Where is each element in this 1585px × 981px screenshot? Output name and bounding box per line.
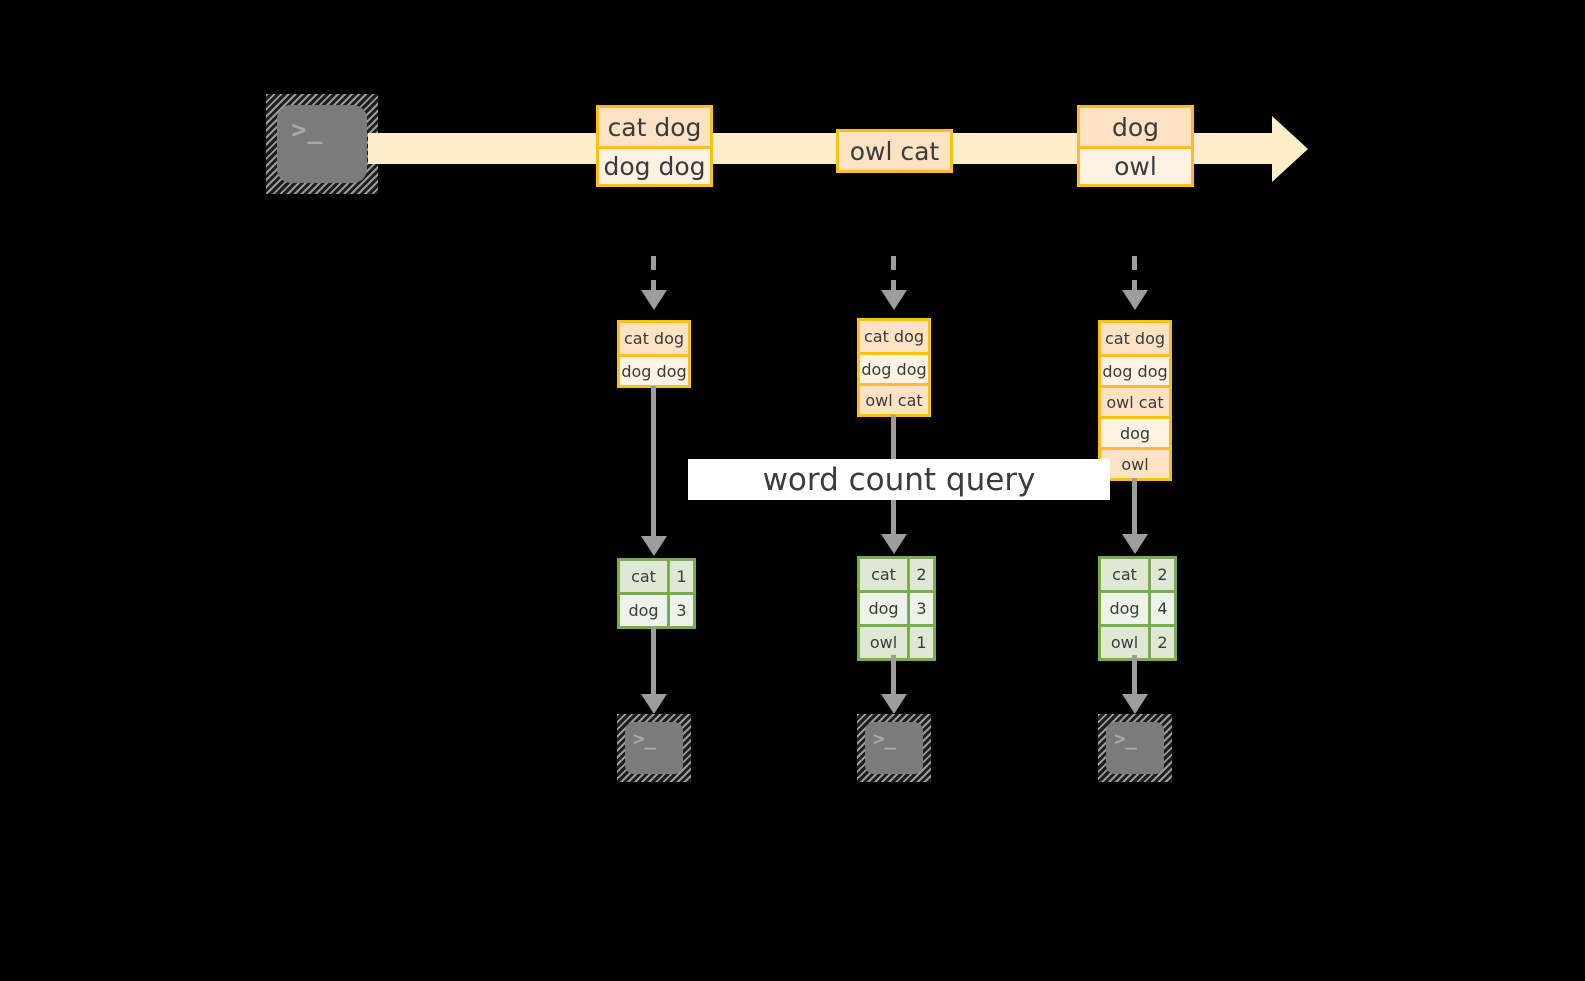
snapshot-3-query-line [1132, 478, 1137, 536]
record-cell: cat dog [1101, 323, 1169, 354]
terminal-screen: >_ [1106, 722, 1164, 774]
snapshot-2-sink-arrowhead [881, 694, 907, 714]
record-cell: cat dog [860, 321, 928, 352]
snapshot-1-query-arrowhead [641, 536, 667, 556]
snapshot-1-sink-line [651, 626, 656, 698]
table-row: dog 4 [1101, 590, 1174, 624]
count-word: dog [620, 595, 667, 626]
table-row: cat 1 [620, 561, 693, 592]
terminal-screen: >_ [865, 722, 923, 774]
table-row: cat 2 [860, 559, 933, 590]
record-cell: owl cat [839, 132, 950, 170]
count-value: 2 [907, 559, 933, 590]
count-word: cat [860, 559, 907, 590]
record-cell: dog dog [1101, 354, 1169, 385]
stream-batch-3: dog owl [1077, 105, 1194, 187]
snapshot-1-tap-arrowhead [641, 290, 667, 310]
snapshot-3-count-table: cat 2 dog 4 owl 2 [1098, 556, 1177, 661]
stream-batch-2: owl cat [836, 129, 953, 173]
terminal-prompt-glyph: >_ [633, 728, 656, 751]
terminal-screen: >_ [625, 722, 683, 774]
record-cell: cat dog [620, 323, 688, 354]
count-value: 3 [667, 595, 693, 626]
snapshot-2-sink-line [891, 655, 896, 698]
source-terminal-icon: >_ [266, 94, 378, 194]
terminal-screen: >_ [277, 105, 367, 183]
snapshot-3-tap-arrowhead [1122, 290, 1148, 310]
snapshot-3-sink-arrowhead [1122, 694, 1148, 714]
terminal-prompt-glyph: >_ [291, 114, 324, 144]
count-word: owl [1101, 627, 1148, 658]
table-row: owl 2 [1101, 624, 1174, 658]
snapshot-1-sink-terminal-icon: >_ [617, 714, 691, 782]
table-row: owl 1 [860, 624, 933, 658]
record-cell: dog dog [599, 146, 710, 184]
record-cell: owl [1101, 447, 1169, 478]
snapshot-1-sink-arrowhead [641, 694, 667, 714]
snapshot-1-tap-line [651, 256, 656, 292]
stream-arrow-head [1272, 116, 1308, 182]
snapshot-1-query-line [651, 386, 656, 538]
record-cell: dog dog [620, 354, 688, 385]
record-cell: dog [1101, 416, 1169, 447]
snapshot-3-accumulated-records: cat dog dog dog owl cat dog owl [1098, 320, 1172, 481]
table-row: dog 3 [860, 590, 933, 624]
count-value: 2 [1148, 627, 1174, 658]
terminal-prompt-glyph: >_ [873, 728, 896, 751]
snapshot-1-count-table: cat 1 dog 3 [617, 558, 696, 629]
word-count-query-label-text: word count query [762, 461, 1036, 498]
snapshot-3-sink-line [1132, 655, 1137, 698]
stream-batch-1: cat dog dog dog [596, 105, 713, 187]
snapshot-2-tap-arrowhead [881, 290, 907, 310]
snapshot-3-tap-line [1132, 256, 1137, 292]
snapshot-1-accumulated-records: cat dog dog dog [617, 320, 691, 388]
count-word: cat [620, 561, 667, 592]
count-value: 4 [1148, 593, 1174, 624]
table-row: cat 2 [1101, 559, 1174, 590]
snapshot-2-accumulated-records: cat dog dog dog owl cat [857, 318, 931, 417]
count-value: 3 [907, 593, 933, 624]
word-count-query-label: word count query [688, 459, 1110, 500]
record-cell: dog [1080, 108, 1191, 146]
table-row: dog 3 [620, 592, 693, 626]
snapshot-2-query-arrowhead [881, 534, 907, 554]
snapshot-3-sink-terminal-icon: >_ [1098, 714, 1172, 782]
count-value: 1 [667, 561, 693, 592]
record-cell: owl cat [1101, 385, 1169, 416]
count-word: owl [860, 627, 907, 658]
count-word: dog [860, 593, 907, 624]
snapshot-2-tap-line [891, 256, 896, 292]
snapshot-2-count-table: cat 2 dog 3 owl 1 [857, 556, 936, 661]
terminal-prompt-glyph: >_ [1114, 728, 1137, 751]
record-cell: cat dog [599, 108, 710, 146]
record-cell: owl [1080, 146, 1191, 184]
count-value: 1 [907, 627, 933, 658]
count-word: cat [1101, 559, 1148, 590]
record-cell: dog dog [860, 352, 928, 383]
count-word: dog [1101, 593, 1148, 624]
snapshot-2-sink-terminal-icon: >_ [857, 714, 931, 782]
snapshot-3-query-arrowhead [1122, 534, 1148, 554]
count-value: 2 [1148, 559, 1174, 590]
record-cell: owl cat [860, 383, 928, 414]
